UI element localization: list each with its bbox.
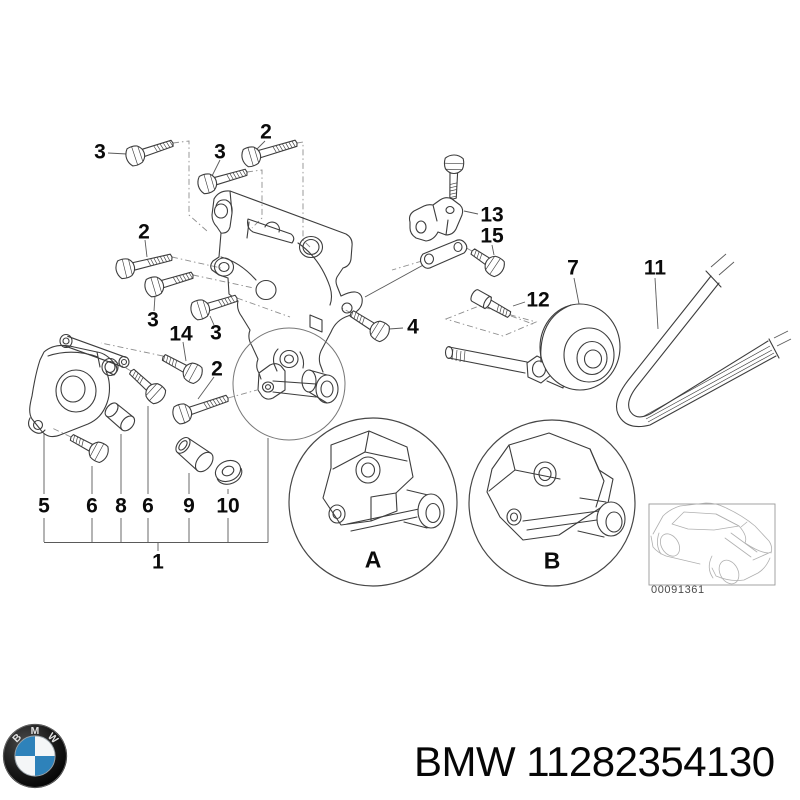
construction-lines: [51, 140, 538, 438]
callout-6: 6: [86, 494, 98, 518]
detail-view-a: [288, 417, 458, 587]
logo-letter-M: M: [31, 726, 40, 737]
washer-part10: [214, 459, 243, 485]
leader-lines: [43, 140, 659, 551]
callout-8: 8: [115, 494, 127, 518]
callout-7: 7: [567, 256, 579, 280]
bolt-part: [443, 154, 465, 200]
bolt-part: [349, 310, 390, 343]
callout-11: 11: [643, 256, 667, 280]
bolt-part: [144, 271, 194, 298]
callout-3: 3: [94, 140, 106, 164]
bolt-part: [125, 139, 174, 167]
callout-2: 2: [138, 220, 150, 244]
callout-9: 9: [183, 494, 195, 518]
bolt-part: [161, 354, 203, 385]
tensioner-mount: [27, 333, 130, 438]
belt-tensioner: [444, 303, 621, 391]
callout-3: 3: [210, 321, 222, 345]
car-thumbnail: [648, 502, 776, 586]
callout-2: 2: [260, 120, 272, 144]
ribbed-belt: [615, 253, 792, 428]
bolt-part: [69, 434, 109, 464]
diagram-code: 00091361: [651, 584, 705, 596]
bushing-part8: [104, 402, 136, 432]
callout-10: 10: [216, 494, 240, 518]
bolt-part: [470, 248, 505, 278]
bolt-part: [115, 253, 173, 280]
bolt-part: [197, 168, 248, 195]
compressor-bracket: [210, 190, 363, 404]
callout-1: 1: [152, 550, 164, 574]
callout-6: 6: [142, 494, 154, 518]
callout-15: 15: [480, 224, 504, 248]
bolt-part: [190, 294, 238, 321]
clamp-part13: [408, 197, 468, 269]
sleeve-part9: [175, 436, 214, 473]
callout-3: 3: [147, 308, 159, 332]
bolt-part: [172, 394, 229, 425]
callout-12: 12: [526, 288, 550, 312]
bolts: [69, 139, 512, 464]
callout-4: 4: [407, 315, 419, 339]
callout-3: 3: [214, 140, 226, 164]
detail-indicator-circle: [232, 327, 346, 441]
callout-5: 5: [38, 494, 50, 518]
detail-label-B: B: [543, 547, 561, 574]
detail-label-A: A: [364, 546, 382, 573]
callout-2: 2: [211, 357, 223, 381]
bolt-part: [470, 289, 512, 318]
logo-quadrants: [14, 735, 56, 777]
car-sketch: [650, 502, 773, 585]
callout-14: 14: [169, 322, 193, 346]
callout-13: 13: [480, 203, 504, 227]
detail-view-b: [468, 419, 636, 587]
part-number-text: BMW 11282354130: [414, 738, 775, 785]
bolt-part: [241, 139, 298, 168]
bolt-part: [129, 368, 167, 405]
